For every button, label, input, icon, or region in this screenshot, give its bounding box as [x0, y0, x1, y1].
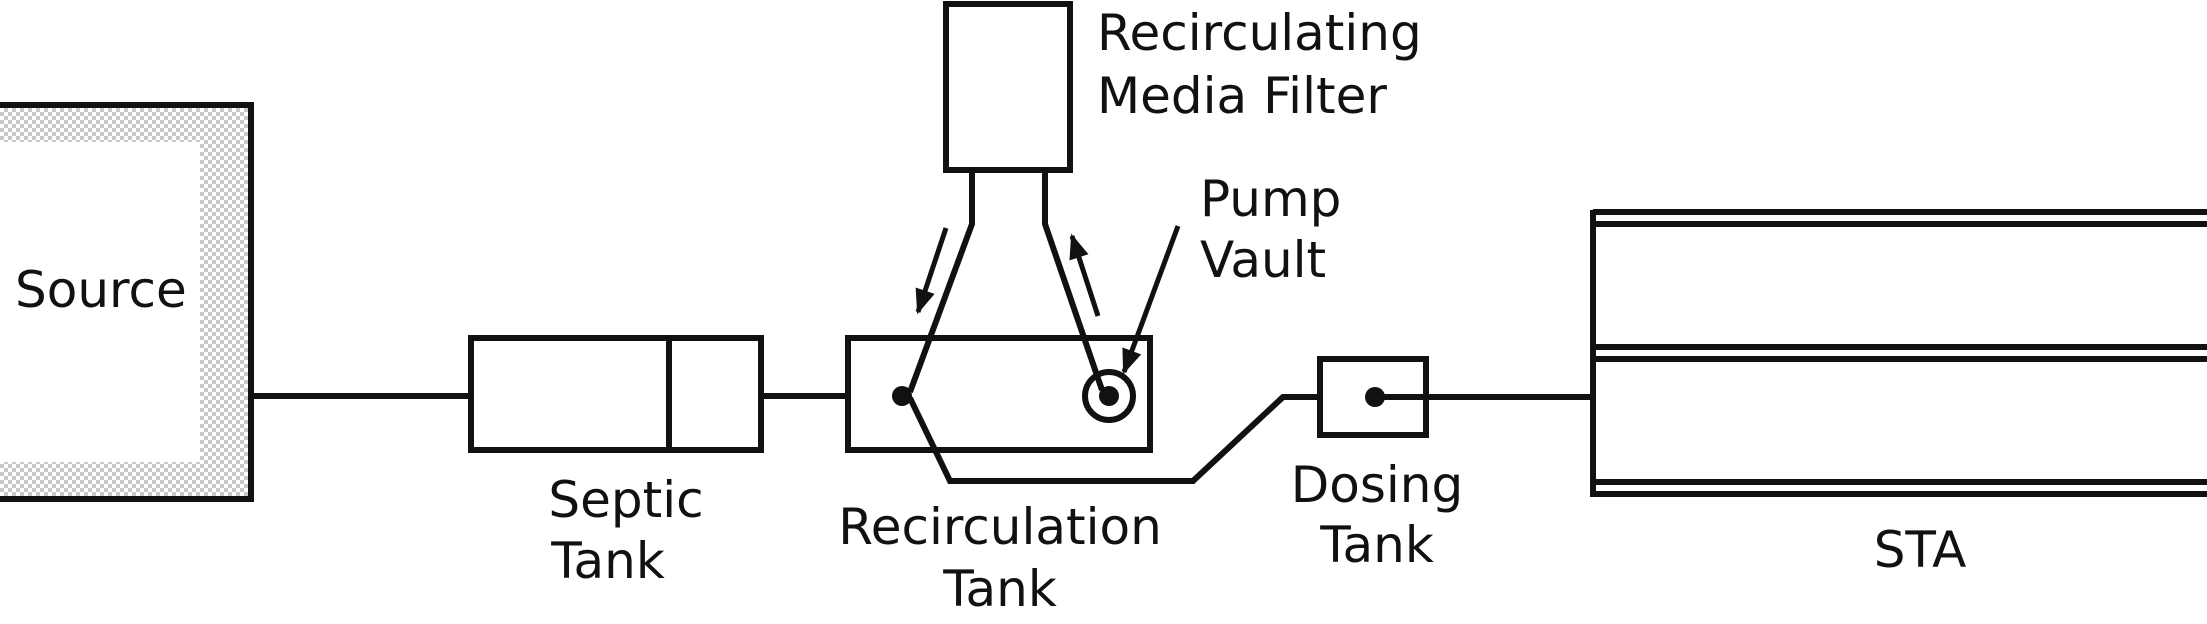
pipe-recirculation-to-dosing [907, 394, 1320, 484]
pump-vault-label-line2: Vault [1200, 231, 1326, 289]
flow-arrow-down [915, 227, 949, 315]
recirculation-tank: Recirculation Tank [838, 335, 1162, 618]
source-building: Source [0, 102, 254, 502]
septic-tank-label-line1: Septic [548, 471, 703, 529]
source-label: Source [15, 261, 187, 319]
recirculation-tank-label-line2: Tank [942, 560, 1057, 618]
pump-vault-label-line1: Pump [1200, 170, 1341, 228]
media-filter-body [943, 1, 1073, 173]
source-wall-hatch [0, 108, 248, 496]
media-filter-label-line1: Recirculating [1097, 4, 1422, 62]
dosing-tank: Dosing Tank [1291, 356, 1463, 574]
recirculation-tank-label-line1: Recirculation [838, 498, 1162, 556]
dosing-tank-label-line2: Tank [1319, 516, 1434, 574]
sta-label: STA [1874, 521, 1967, 579]
recirculating-media-filter: Recirculating Media Filter [907, 1, 1422, 394]
dosing-tank-label-line1: Dosing [1291, 456, 1463, 514]
septic-tank-label-line2: Tank [550, 532, 665, 590]
source-outer-wall [0, 102, 254, 502]
septic-tank-body [468, 335, 764, 453]
pump-vault-ring [1082, 369, 1136, 423]
septic-tank: Septic Tank [468, 335, 764, 590]
pump-vault-node [1099, 386, 1119, 406]
soil-treatment-area: STA [1590, 209, 2207, 579]
media-filter-label-line2: Media Filter [1097, 67, 1387, 125]
filter-supply-pipe [907, 170, 975, 394]
filter-return-pipe [1042, 170, 1105, 391]
recirculation-inlet-node [892, 386, 912, 406]
recirculation-tank-body [845, 335, 1153, 453]
pump-vault-leader [1121, 225, 1181, 375]
flow-arrow-up [1069, 233, 1101, 317]
